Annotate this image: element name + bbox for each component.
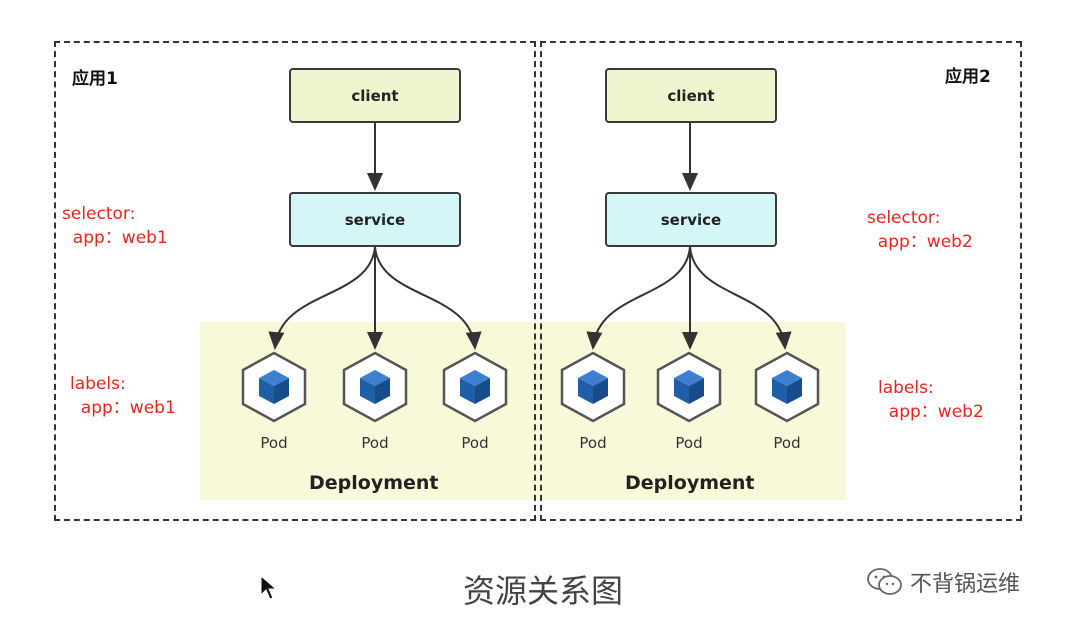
diagram-caption: 资源关系图 (463, 572, 624, 610)
app1-selector: selector: app：web1 (62, 204, 168, 248)
app2-client-box: client (605, 68, 777, 123)
pod-label: Pod (260, 434, 288, 452)
pod-icon (342, 351, 408, 423)
mouse-cursor-icon (260, 575, 278, 600)
app2-deployment-label: Deployment (625, 472, 755, 494)
app2-service-box: service (605, 192, 777, 247)
pod-label: Pod (361, 434, 389, 452)
app1-deployment-label: Deployment (309, 472, 439, 494)
app2-frame (540, 41, 1022, 521)
deployment-area (200, 322, 846, 500)
app1-title: 应用1 (72, 69, 118, 89)
watermark-text: 不背锅运维 (910, 572, 1021, 597)
pod-icon (442, 351, 508, 423)
app2-selector: selector: app：web2 (867, 208, 973, 252)
watermark: 不背锅运维 (866, 566, 1020, 598)
app2-title: 应用2 (945, 67, 991, 87)
pod-label: Pod (579, 434, 607, 452)
app1-client-box: client (289, 68, 461, 123)
pod-icon (560, 351, 626, 423)
pod-icon (241, 351, 307, 423)
app1-frame (54, 41, 536, 521)
wechat-icon (867, 568, 902, 595)
pod-icon (754, 351, 820, 423)
app2-labels: labels: app：web2 (878, 378, 984, 422)
app1-labels: labels: app：web1 (70, 374, 176, 418)
pod-label: Pod (773, 434, 801, 452)
pod-label: Pod (675, 434, 703, 452)
pod-label: Pod (461, 434, 489, 452)
app1-service-box: service (289, 192, 461, 247)
pod-icon (656, 351, 722, 423)
